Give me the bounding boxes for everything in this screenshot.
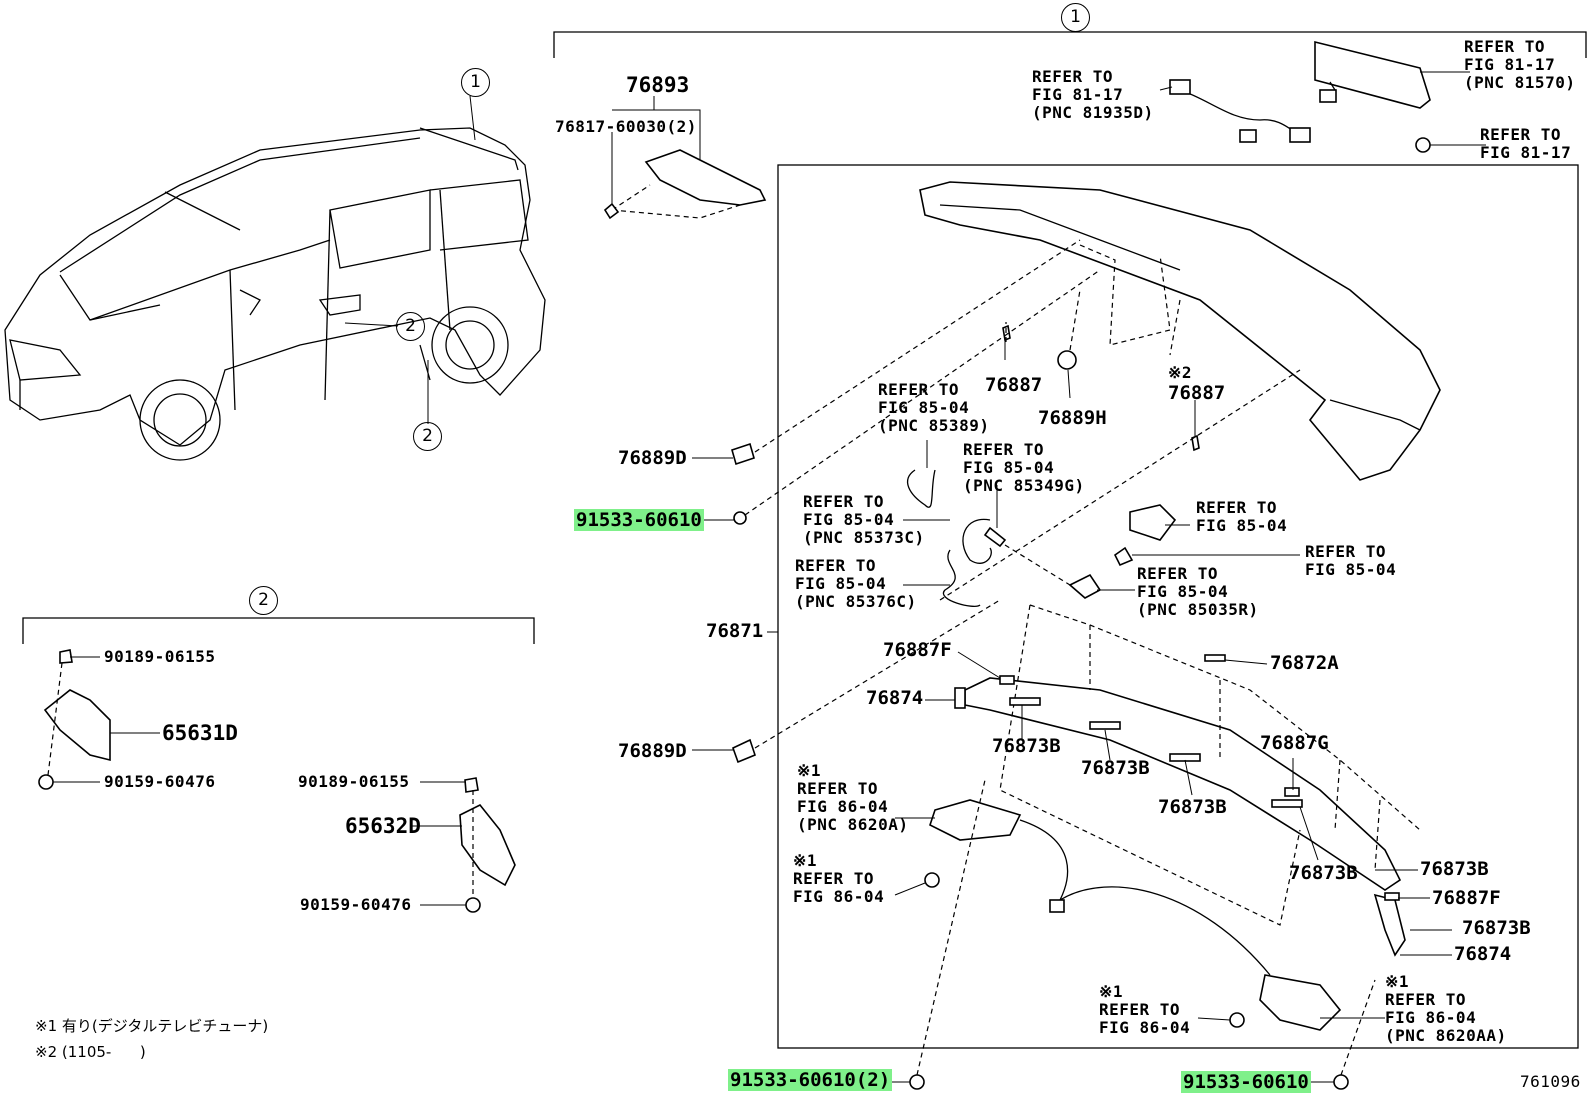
part-76873b-e[interactable]: 76873B bbox=[1289, 862, 1358, 884]
group-2-parts bbox=[38, 649, 516, 913]
footnote-2: ※2 (1105- ) bbox=[35, 1043, 146, 1061]
part-76889d-a[interactable]: 76889D bbox=[618, 447, 687, 469]
part-76873b-b[interactable]: 76873B bbox=[1081, 757, 1150, 779]
rear-spoiler-76871 bbox=[919, 181, 1441, 481]
mark-note-2: ※2 bbox=[1168, 363, 1193, 382]
part-76887-a[interactable]: 76887 bbox=[985, 374, 1043, 396]
callout-group-1: 1 bbox=[1061, 3, 1090, 32]
ref-86-04-b[interactable]: ※1 REFER TO FIG 86-04 bbox=[1099, 982, 1191, 1037]
callout-group-2-car-a: 2 bbox=[396, 312, 425, 341]
part-76887-b[interactable]: 76887 bbox=[1168, 382, 1226, 404]
spoiler-lower-panel bbox=[964, 604, 1421, 926]
high-mount-stop-lamp bbox=[1314, 40, 1486, 153]
part-65632d[interactable]: 65632D bbox=[345, 814, 421, 838]
ref-85376c[interactable]: REFER TO FIG 85-04 (PNC 85376C) bbox=[795, 556, 917, 611]
ref-81570[interactable]: REFER TO FIG 81-17 (PNC 81570) bbox=[1464, 37, 1576, 92]
part-90189-06155-b[interactable]: 90189-06155 bbox=[298, 772, 410, 791]
ref-85373c[interactable]: REFER TO FIG 85-04 (PNC 85373C) bbox=[803, 492, 925, 547]
part-91533-60610-c[interactable]: 91533-60610 bbox=[1181, 1071, 1311, 1093]
ref-86-04-a[interactable]: ※1 REFER TO FIG 86-04 bbox=[793, 851, 885, 906]
part-76873b-f[interactable]: 76873B bbox=[1462, 917, 1531, 939]
washer-hoses bbox=[906, 469, 1177, 607]
assembly-dash-lines bbox=[744, 239, 1376, 1076]
figure-number: 761096 bbox=[1520, 1072, 1581, 1091]
part-91533-60610-2[interactable]: 91533-60610(2) bbox=[728, 1069, 893, 1091]
part-65631d[interactable]: 65631D bbox=[162, 721, 238, 745]
ref-8620a[interactable]: ※1 REFER TO FIG 86-04 (PNC 8620A) bbox=[797, 761, 909, 834]
ref-85389[interactable]: REFER TO FIG 85-04 (PNC 85389) bbox=[878, 380, 990, 435]
part-76887g[interactable]: 76887G bbox=[1260, 732, 1329, 754]
clips-and-pads bbox=[954, 654, 1406, 957]
part-76887f-a[interactable]: 76887F bbox=[883, 639, 952, 661]
vehicle-illustration bbox=[4, 127, 546, 461]
ref-85349g[interactable]: REFER TO FIG 85-04 (PNC 85349G) bbox=[963, 440, 1085, 495]
part-76874-a[interactable]: 76874 bbox=[866, 687, 924, 709]
part-76873b-a[interactable]: 76873B bbox=[992, 735, 1061, 757]
ref-85-04-b[interactable]: REFER TO FIG 85-04 bbox=[1305, 542, 1397, 579]
callout-group-2-car-b: 2 bbox=[413, 422, 442, 451]
footnote-1: ※1 有り(デジタルテレビチューナ) bbox=[35, 1017, 269, 1035]
detail-frame bbox=[777, 164, 1579, 1049]
part-90159-60476-b[interactable]: 90159-60476 bbox=[300, 895, 412, 914]
group-bracket-2 bbox=[22, 617, 535, 644]
part-76873b-c[interactable]: 76873B bbox=[1158, 796, 1227, 818]
ref-85035r[interactable]: REFER TO FIG 85-04 (PNC 85035R) bbox=[1137, 564, 1259, 619]
callout-group-1-car: 1 bbox=[461, 68, 490, 97]
part-76872a[interactable]: 76872A bbox=[1270, 652, 1339, 674]
ref-8620aa[interactable]: ※1 REFER TO FIG 86-04 (PNC 8620AA) bbox=[1385, 972, 1507, 1045]
ref-81935d[interactable]: REFER TO FIG 81-17 (PNC 81935D) bbox=[1032, 67, 1154, 122]
ref-81-17[interactable]: REFER TO FIG 81-17 bbox=[1480, 125, 1572, 162]
part-76874-b[interactable]: 76874 bbox=[1454, 943, 1512, 965]
part-90159-60476-a[interactable]: 90159-60476 bbox=[104, 772, 216, 791]
wire-harness-81935d bbox=[1159, 79, 1311, 143]
fasteners bbox=[731, 324, 1349, 1090]
callout-group-2: 2 bbox=[249, 586, 278, 615]
part-76887f-b[interactable]: 76887F bbox=[1432, 887, 1501, 909]
part-90189-06155-a[interactable]: 90189-06155 bbox=[104, 647, 216, 666]
part-76871[interactable]: 76871 bbox=[706, 620, 764, 642]
part-76873b-d[interactable]: 76873B bbox=[1420, 858, 1489, 880]
part-76817-60030[interactable]: 76817-60030(2) bbox=[555, 117, 697, 136]
part-76893[interactable]: 76893 bbox=[626, 73, 690, 97]
car-callout-leaders bbox=[344, 95, 476, 424]
bracket-76893-shape bbox=[603, 96, 767, 220]
camera-unit bbox=[929, 799, 1342, 1031]
part-76889h[interactable]: 76889H bbox=[1038, 407, 1107, 429]
ref-85-04-a[interactable]: REFER TO FIG 85-04 bbox=[1196, 498, 1288, 535]
part-91533-60610-a[interactable]: 91533-60610 bbox=[574, 509, 704, 531]
group-bracket-1 bbox=[553, 31, 1587, 58]
part-76889d-b[interactable]: 76889D bbox=[618, 740, 687, 762]
